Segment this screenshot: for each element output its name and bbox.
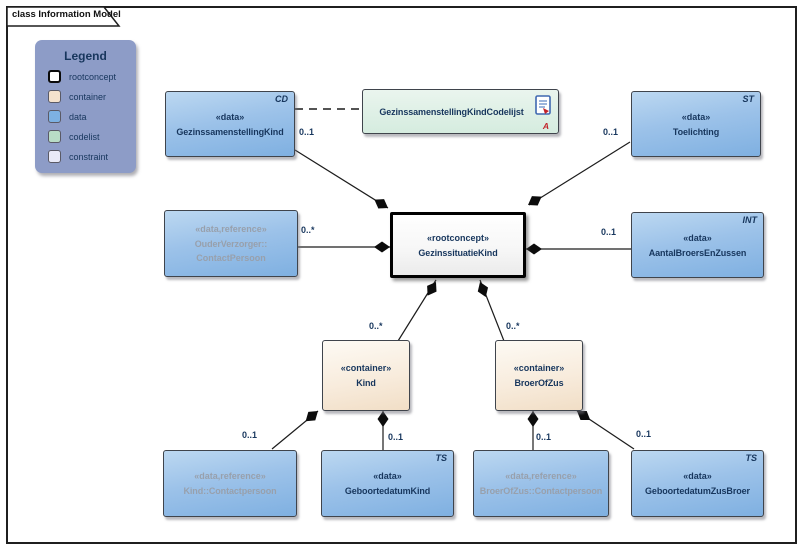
node-name: OuderVerzorger:: [194, 239, 268, 249]
stereotype: «container» [340, 363, 392, 373]
legend-item-rootconcept: rootconcept [48, 70, 136, 83]
multiplicity-label: 0..* [369, 321, 383, 331]
node-kind-contactpersoon[interactable]: «data,reference» Kind::Contactpersoon [163, 450, 297, 517]
node-name: GezinssamenstellingKind [176, 126, 284, 137]
stereotype: «data,reference» [194, 471, 266, 481]
legend-item-container: container [48, 90, 136, 103]
node-geboortedatumkind[interactable]: TS «data» GeboortedatumKind [321, 450, 454, 517]
node-name: BroerOfZus [514, 378, 564, 388]
node-name: Kind [356, 378, 376, 388]
stereotype: «container» [513, 363, 565, 373]
stereotype: «rootconcept» [426, 232, 489, 243]
diagram-tab-shape [6, 6, 121, 27]
legend-items: rootconcept container data codelist cons… [48, 70, 136, 163]
container-swatch [48, 90, 61, 103]
node-name: GezinssituatieKind [418, 247, 498, 258]
stereotype: «data» [681, 111, 711, 122]
node-gezinssamenstellingkind[interactable]: CD «data» GezinssamenstellingKind [165, 91, 295, 157]
node-name: GeboortedatumZusBroer [645, 486, 750, 496]
data-swatch [48, 110, 61, 123]
node-geboortedatumzusbroer[interactable]: TS «data» GeboortedatumZusBroer [631, 450, 764, 517]
datatype-tag: ST [742, 94, 754, 104]
multiplicity-label: 0..1 [603, 127, 619, 137]
node-name: GezinssamenstellingKindCodelijst [379, 106, 524, 117]
node-name: AantalBroersEnZussen [648, 247, 747, 258]
stereotype: «data» [215, 111, 245, 122]
node-name: Toelichting [672, 126, 720, 137]
multiplicity-label: 0..1 [299, 127, 315, 137]
node-broerofzus-contactpersoon[interactable]: «data,reference» BroerOfZus::Contactpers… [473, 450, 609, 517]
node-broerofzus[interactable]: «container» BroerOfZus [495, 340, 583, 411]
multiplicity-label: 0..1 [601, 227, 617, 237]
node-name: BroerOfZus::Contactpersoon [479, 486, 603, 496]
stereotype: «data,reference» [505, 471, 577, 481]
datatype-tag: CD [275, 94, 288, 104]
node-kind[interactable]: «container» Kind [322, 340, 410, 411]
legend-item-codelist: codelist [48, 130, 136, 143]
legend-item-constraint: constraint [48, 150, 136, 163]
composition-diamonds [305, 196, 591, 427]
diagram-tab: class Information Model [12, 9, 121, 20]
multiplicity-label: 0..1 [388, 432, 404, 442]
constraint-swatch [48, 150, 61, 163]
codelist-swatch [48, 130, 61, 143]
node-gezinssituatiekind[interactable]: «rootconcept» GezinssituatieKind [390, 212, 526, 278]
stereotype: «data» [373, 471, 402, 481]
node-name: GeboortedatumKind [344, 486, 431, 496]
stereotype: «data,reference» [195, 224, 267, 234]
diagram-frame [6, 6, 797, 544]
legend-title: Legend [64, 49, 107, 63]
node-name: Kind::Contactpersoon [183, 486, 277, 496]
multiplicity-label: 0..* [506, 321, 520, 331]
node-name-line2: ContactPersoon [196, 253, 266, 263]
multiplicity-label: 0..* [301, 225, 315, 235]
node-toelichting[interactable]: ST «data» Toelichting [631, 91, 761, 157]
node-gezinssamenstellingkindcodelijst[interactable]: GezinssamenstellingKindCodelijst A [362, 89, 559, 134]
rootconcept-swatch [48, 70, 61, 83]
multiplicity-label: 0..1 [536, 432, 552, 442]
stereotype: «data» [683, 471, 712, 481]
datatype-tag: INT [742, 215, 758, 225]
annotation-letter: A [542, 121, 549, 131]
datatype-tag: TS [745, 453, 757, 463]
stereotype: «data» [683, 232, 712, 243]
multiplicity-label: 0..1 [636, 429, 652, 439]
document-icon [535, 95, 551, 115]
legend-item-data: data [48, 110, 136, 123]
legend: Legend rootconcept container data codeli… [35, 40, 136, 173]
datatype-tag: TS [435, 453, 447, 463]
node-ouderverzorger-contactpersoon[interactable]: «data,reference» OuderVerzorger:: Contac… [164, 210, 298, 277]
multiplicity-label: 0..1 [242, 430, 258, 440]
node-aantalbroersenzussen[interactable]: INT «data» AantalBroersEnZussen [631, 212, 764, 278]
